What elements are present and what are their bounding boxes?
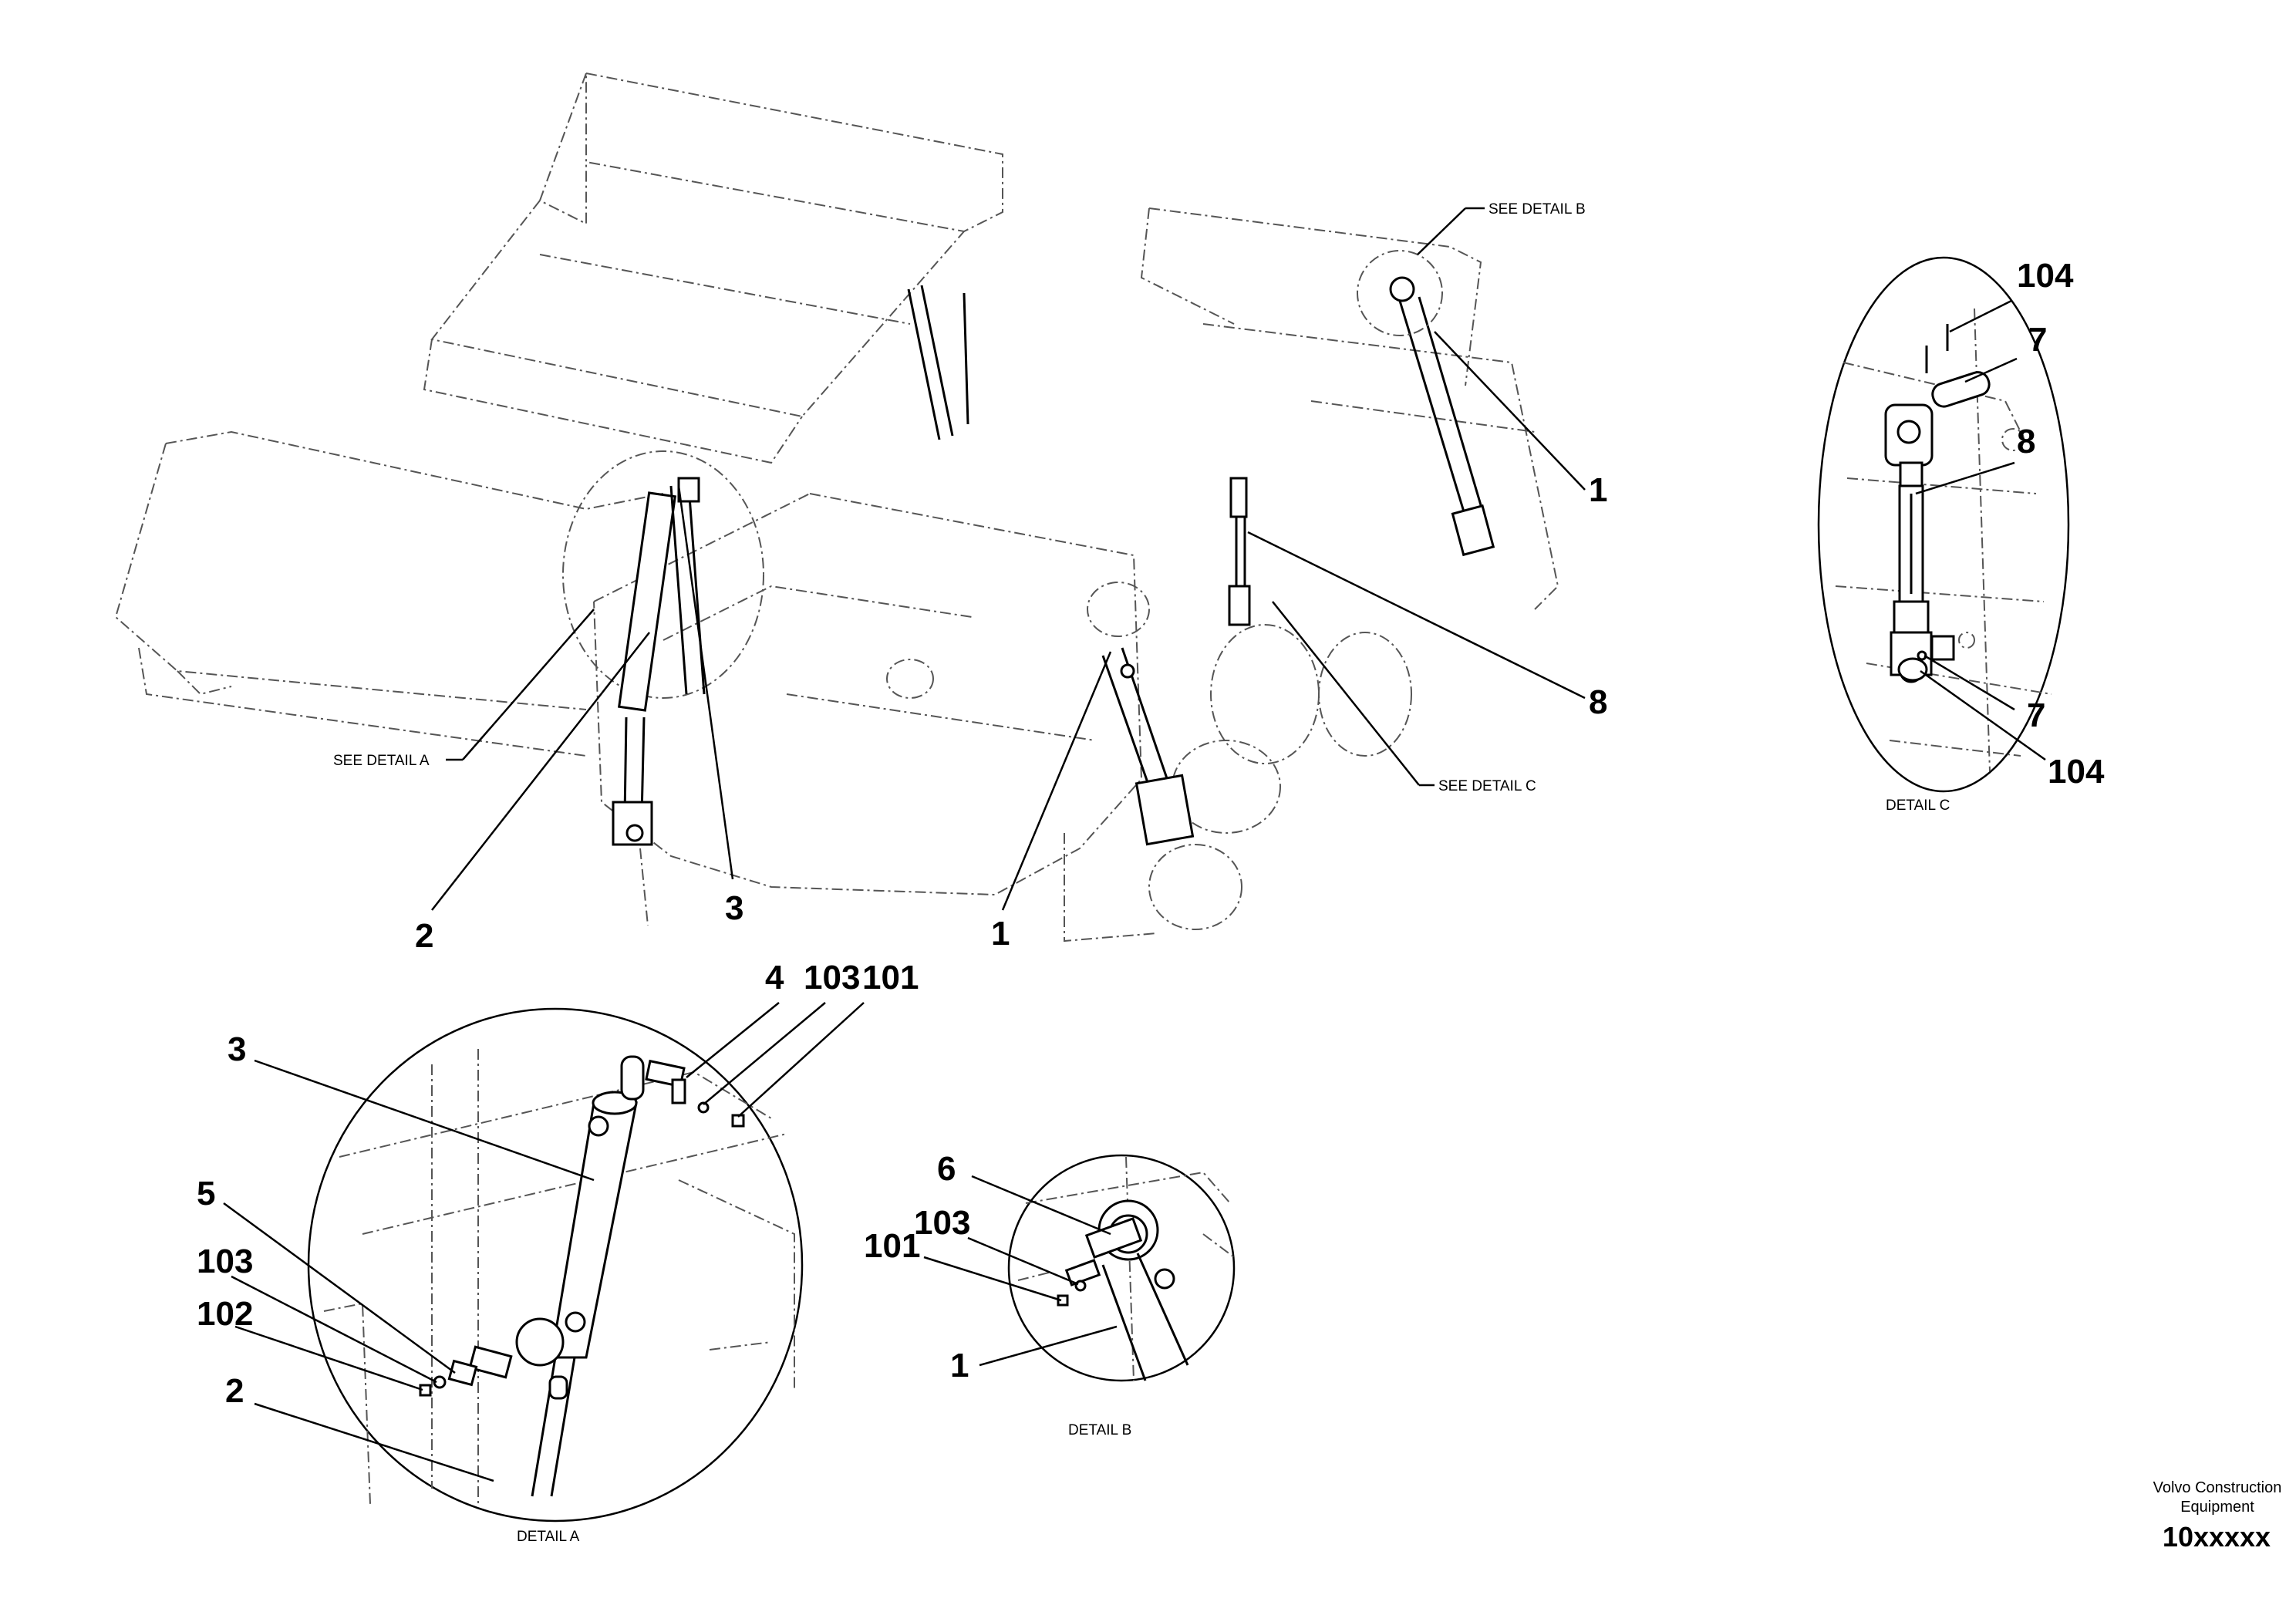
detail-b: 6 103 101 1 DETAIL B [864, 1150, 1236, 1438]
company-name-line1: Volvo Construction [2153, 1479, 2282, 1496]
detail-b-callout-1: 1 [950, 1347, 969, 1384]
detail-b-callout-101: 101 [864, 1227, 920, 1265]
detail-b-callout-103: 103 [914, 1204, 970, 1242]
detail-a-callout-103-top: 103 [804, 959, 860, 996]
detail-c-callout-7-bottom: 7 [2027, 696, 2045, 734]
detail-a-callout-4: 4 [765, 959, 784, 996]
detail-a-callout-103: 103 [197, 1243, 253, 1280]
main-callout-8: 8 [1589, 683, 1607, 721]
detail-c-callout-8: 8 [2017, 423, 2035, 460]
main-view-annotations: 1 8 1 2 3 SEE DETAIL A SEE DETAIL B SEE … [333, 201, 1607, 955]
see-detail-c-note: SEE DETAIL C [1438, 778, 1536, 794]
detail-c-caption: DETAIL C [1886, 798, 1950, 814]
detail-c-callout-7-top: 7 [2028, 321, 2047, 359]
title-block: Volvo Construction Equipment 10xxxxx [2153, 1479, 2282, 1553]
detail-b-frame [1007, 1154, 1236, 1382]
detail-c-callout-104-bottom: 104 [2048, 753, 2105, 791]
detail-c-callout-104-top: 104 [2017, 257, 2074, 295]
see-detail-b-note: SEE DETAIL B [1489, 201, 1586, 218]
main-callout-2: 2 [415, 917, 433, 955]
detail-a-callout-102: 102 [197, 1295, 253, 1333]
drawing-code: 10xxxxx [2163, 1521, 2271, 1553]
detail-a-callout-5: 5 [197, 1175, 215, 1212]
company-name-line2: Equipment [2180, 1499, 2254, 1516]
detail-b-callout-6: 6 [937, 1150, 956, 1188]
detail-a-caption: DETAIL A [517, 1529, 580, 1545]
detail-c-frame [1817, 256, 2070, 793]
detail-a-callout-101: 101 [862, 959, 919, 996]
see-detail-a-note: SEE DETAIL A [333, 753, 430, 769]
main-assembly-view [114, 72, 1559, 943]
detail-a-callout-2: 2 [225, 1372, 244, 1410]
detail-a: 4 103 101 3 5 103 102 2 DETAIL A [197, 959, 919, 1545]
main-callout-1-bottom: 1 [991, 915, 1010, 953]
detail-c: 104 7 8 7 104 DETAIL C [1817, 256, 2105, 814]
detail-a-callout-3: 3 [228, 1030, 246, 1068]
main-callout-1-right: 1 [1589, 471, 1607, 509]
main-callout-3: 3 [725, 889, 743, 927]
detail-b-caption: DETAIL B [1068, 1422, 1131, 1438]
